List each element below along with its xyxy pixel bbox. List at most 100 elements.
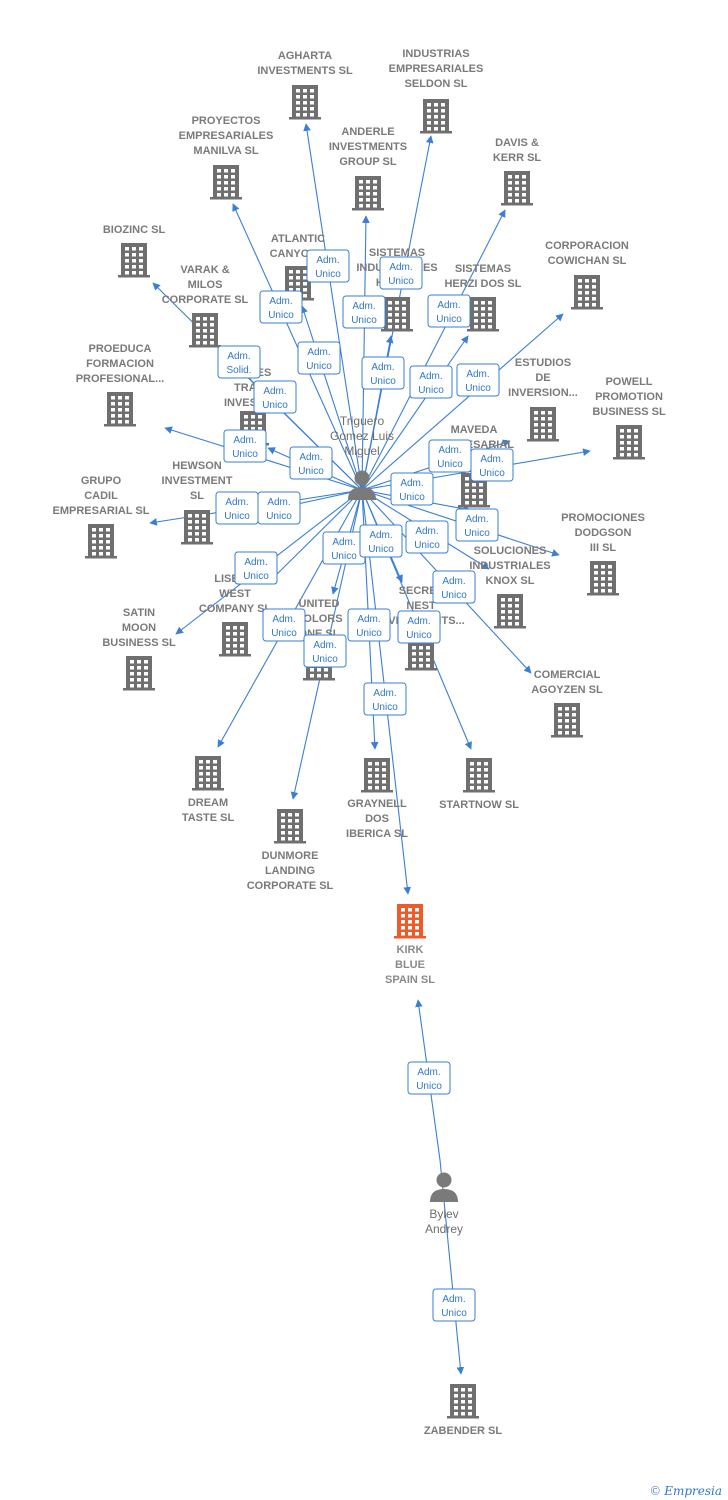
- svg-text:Adm.Unico: Adm.Unico: [414, 526, 440, 551]
- relation-label-promociones[interactable]: Adm.Unico: [455, 508, 499, 542]
- building-icon[interactable]: [447, 1384, 479, 1419]
- svg-text:Adm.Unico: Adm.Unico: [441, 576, 467, 601]
- edge-p_triguero-corporacion: [361, 313, 564, 491]
- relation-label-hewson[interactable]: Adm.Unico: [215, 491, 259, 525]
- relation-label-comercial[interactable]: Adm.Unico: [432, 570, 476, 604]
- building-icon[interactable]: [527, 407, 559, 442]
- footer-brand[interactable]: ©Empresia: [649, 1484, 722, 1498]
- relation-label-maveda[interactable]: Adm.Unico: [390, 472, 434, 506]
- svg-text:Adm.Unico: Adm.Unico: [268, 296, 294, 321]
- person-icon[interactable]: [348, 470, 376, 501]
- svg-text:Adm.Unico: Adm.Unico: [351, 301, 377, 326]
- relation-label-proeduca[interactable]: Adm.Unico: [223, 429, 267, 463]
- svg-text:Adm.Unico: Adm.Unico: [388, 262, 414, 287]
- relation-label-trees[interactable]: Adm.Unico: [289, 446, 333, 480]
- building-icon[interactable]: [381, 297, 413, 332]
- building-icon[interactable]: [613, 425, 645, 460]
- relation-label-dream[interactable]: Adm.Unico: [262, 608, 306, 642]
- copyright-icon: ©: [649, 1484, 662, 1498]
- building-icon[interactable]: [192, 756, 224, 791]
- relation-label-atlantic[interactable]: Adm.Unico: [297, 341, 341, 375]
- relation-label-proyectos[interactable]: Adm.Unico: [259, 290, 303, 324]
- building-icon[interactable]: [219, 622, 251, 657]
- building-icon[interactable]: [501, 171, 533, 206]
- building-icon[interactable]: [394, 904, 426, 939]
- relation-label-secret[interactable]: Adm.Unico: [359, 524, 403, 558]
- relation-label-dunmore[interactable]: Adm.Unico: [303, 634, 347, 668]
- company-label-davis: DAVIS &KERR SL: [493, 137, 542, 164]
- building-icon[interactable]: [210, 165, 242, 200]
- relation-label-zabender[interactable]: Adm.Unico: [432, 1288, 476, 1322]
- edge-p_triguero-lisbon: [267, 489, 363, 584]
- relation-label-graynell[interactable]: Adm.Unico: [347, 608, 391, 642]
- relation-label-grupo[interactable]: Adm.Unico: [257, 491, 301, 525]
- relation-label-varak[interactable]: Adm.Unico: [253, 380, 297, 414]
- brand-logo-text: Empresia: [664, 1484, 722, 1498]
- svg-text:Adm.Unico: Adm.Unico: [418, 371, 444, 396]
- relation-label-biozinc[interactable]: Adm.Solid.: [217, 345, 261, 379]
- building-icon[interactable]: [274, 809, 306, 844]
- relation-label-sistemas_ind[interactable]: Adm.Unico: [361, 356, 405, 390]
- svg-text:Adm.Unico: Adm.Unico: [356, 614, 382, 639]
- building-icon[interactable]: [289, 85, 321, 120]
- svg-text:Adm.Unico: Adm.Unico: [370, 362, 396, 387]
- building-icon[interactable]: [352, 176, 384, 211]
- svg-text:Adm.Unico: Adm.Unico: [436, 300, 462, 325]
- building-icon[interactable]: [467, 297, 499, 332]
- building-icon[interactable]: [420, 99, 452, 134]
- relation-label-soluciones[interactable]: Adm.Unico: [405, 520, 449, 554]
- relation-label-united[interactable]: Adm.Unico: [322, 531, 366, 565]
- building-icon[interactable]: [123, 656, 155, 691]
- building-icon[interactable]: [587, 561, 619, 596]
- building-icon[interactable]: [85, 524, 117, 559]
- relation-label-industrias[interactable]: Adm.Unico: [379, 256, 423, 290]
- svg-text:Adm.Solid.: Adm.Solid.: [226, 351, 251, 376]
- svg-text:Adm.Unico: Adm.Unico: [271, 614, 297, 639]
- relation-label-kirk_b[interactable]: Adm.Unico: [407, 1061, 451, 1095]
- building-icon[interactable]: [551, 703, 583, 738]
- svg-text:Adm.Unico: Adm.Unico: [312, 640, 338, 665]
- company-label-biozinc: BIOZINC SL: [103, 224, 166, 236]
- svg-text:Adm.Unico: Adm.Unico: [368, 530, 394, 555]
- building-icon[interactable]: [463, 758, 495, 793]
- relation-label-davis[interactable]: Adm.Unico: [427, 294, 471, 328]
- relation-label-corporacion[interactable]: Adm.Unico: [456, 363, 500, 397]
- building-icon[interactable]: [118, 243, 150, 278]
- relation-label-agharta[interactable]: Adm.Unico: [306, 249, 350, 283]
- building-icon[interactable]: [494, 594, 526, 629]
- svg-text:Adm.Unico: Adm.Unico: [372, 688, 398, 713]
- building-icon[interactable]: [104, 392, 136, 427]
- relation-label-startnow[interactable]: Adm.Unico: [397, 610, 441, 644]
- edge-p_triguero-atlantic: [300, 305, 363, 491]
- relation-label-powell[interactable]: Adm.Unico: [470, 448, 514, 482]
- building-icon[interactable]: [361, 758, 393, 793]
- relation-label-kirk[interactable]: Adm.Unico: [363, 682, 407, 716]
- building-icon[interactable]: [189, 313, 221, 348]
- relation-label-estudios[interactable]: Adm.Unico: [428, 439, 472, 473]
- relation-label-satin[interactable]: Adm.Unico: [234, 551, 278, 585]
- relation-label-anderle[interactable]: Adm.Unico: [342, 295, 386, 329]
- svg-text:Adm.Unico: Adm.Unico: [465, 369, 491, 394]
- person-icon[interactable]: [430, 1172, 458, 1203]
- building-icon[interactable]: [181, 510, 213, 545]
- relation-label-sistemas_herzi[interactable]: Adm.Unico: [409, 365, 453, 399]
- relation-labels-layer: Adm.UnicoAdm.UnicoAdm.UnicoAdm.UnicoAdm.…: [215, 249, 514, 1322]
- building-icon[interactable]: [571, 275, 603, 310]
- edge-p_triguero-agharta: [303, 123, 363, 491]
